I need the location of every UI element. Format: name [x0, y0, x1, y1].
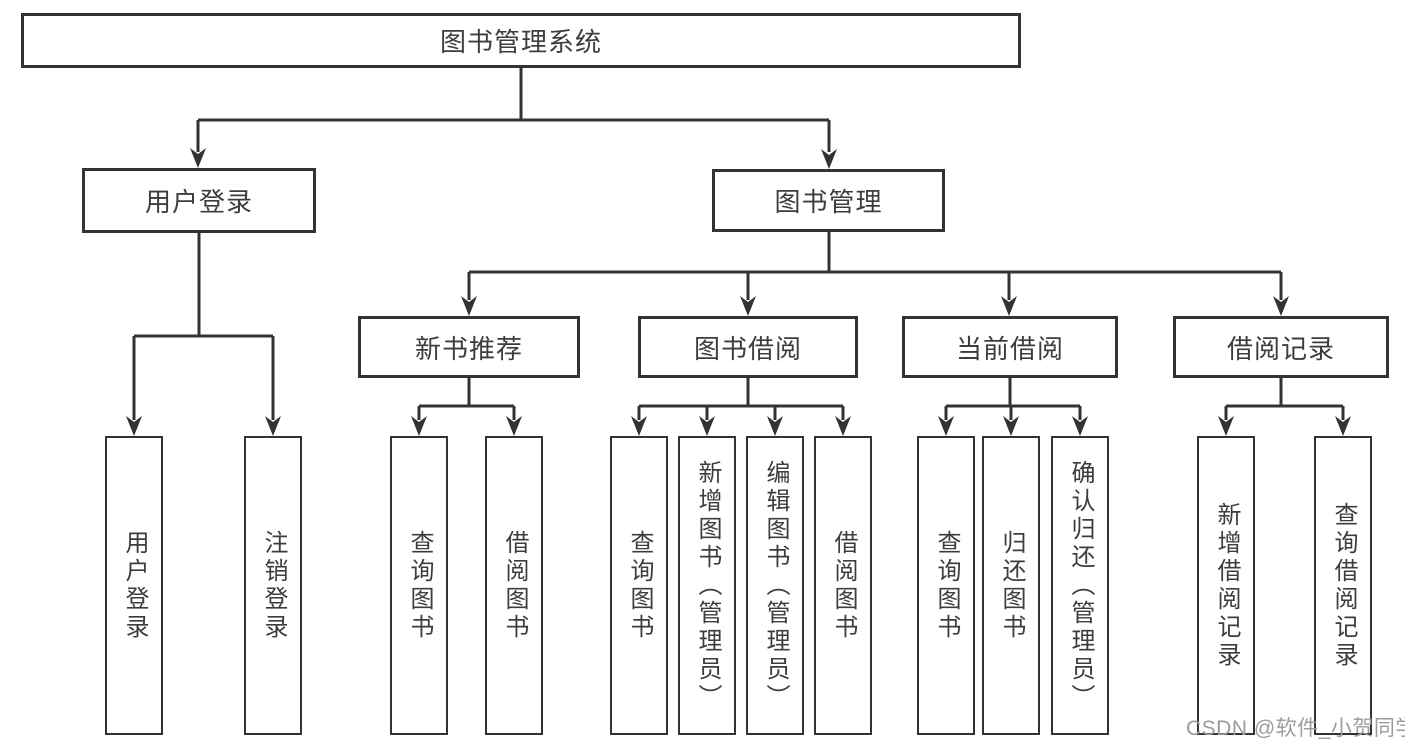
leaf-borrow-books-borrowing: 借阅图书 — [814, 436, 872, 735]
leaf-label: 查询借阅记录 — [1330, 501, 1357, 670]
leaf-label: 借阅图书 — [501, 529, 528, 642]
leaf-query-borrowing-record: 查询借阅记录 — [1314, 436, 1372, 735]
leaf-user-login: 用户登录 — [105, 436, 163, 735]
node-user-login: 用户登录 — [82, 168, 316, 233]
leaf-label: 新增图书（管理员） — [694, 459, 721, 712]
node-new-book-recommendation: 新书推荐 — [358, 316, 580, 378]
leaf-logout: 注销登录 — [244, 436, 302, 735]
node-borrowing-records: 借阅记录 — [1173, 316, 1389, 378]
leaf-label: 用户登录 — [121, 529, 148, 642]
node-current-borrowing: 当前借阅 — [902, 316, 1118, 378]
node-book-management: 图书管理 — [712, 169, 945, 232]
leaf-add-books-admin: 新增图书（管理员） — [678, 436, 736, 735]
leaf-label: 编辑图书（管理员） — [762, 459, 789, 712]
csdn-watermark: CSDN @软件_小贺同学 — [1186, 717, 1405, 740]
leaf-query-books-current: 查询图书 — [917, 436, 975, 735]
leaf-label: 查询图书 — [406, 529, 433, 642]
leaf-label: 注销登录 — [260, 529, 287, 642]
leaf-query-books-borrowing: 查询图书 — [610, 436, 668, 735]
leaf-edit-books-admin: 编辑图书（管理员） — [746, 436, 804, 735]
leaf-add-borrowing-record: 新增借阅记录 — [1197, 436, 1255, 735]
leaf-confirm-return-admin: 确认归还（管理员） — [1051, 436, 1109, 735]
leaf-label: 新增借阅记录 — [1213, 501, 1240, 670]
leaf-label: 确认归还（管理员） — [1067, 459, 1094, 712]
leaf-label: 查询图书 — [933, 529, 960, 642]
leaf-query-books-recommend: 查询图书 — [390, 436, 448, 735]
leaf-label: 归还图书 — [998, 529, 1025, 642]
leaf-return-books: 归还图书 — [982, 436, 1040, 735]
node-root-system: 图书管理系统 — [21, 13, 1021, 68]
leaf-label: 借阅图书 — [830, 529, 857, 642]
node-book-borrowing: 图书借阅 — [638, 316, 858, 378]
leaf-label: 查询图书 — [626, 529, 653, 642]
leaf-borrow-books-recommend: 借阅图书 — [485, 436, 543, 735]
